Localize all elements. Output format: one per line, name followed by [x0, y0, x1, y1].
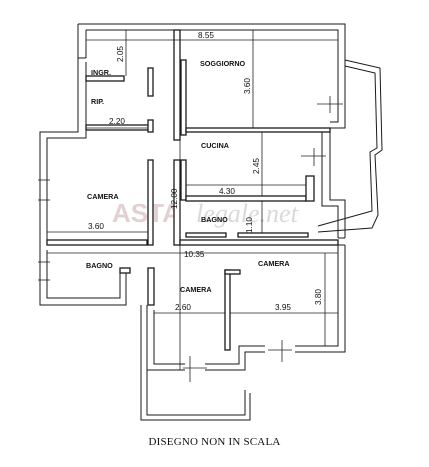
dim-camera-left-width: 3.60: [88, 222, 104, 231]
dim-camera-right-width: 3.95: [275, 303, 291, 312]
dim-total-width: 10.35: [184, 250, 205, 259]
drawing-caption: DISEGNO NON IN SCALA: [148, 436, 281, 448]
dim-corridor-length: 12.00: [170, 188, 179, 209]
room-label-ingresso: INGR.: [91, 68, 111, 77]
room-label-bagno-left: BAGNO: [86, 261, 113, 270]
outer-walls: [39, 23, 346, 371]
dimension-lines: [47, 30, 339, 370]
watermark: ASTA legale.net: [112, 198, 299, 228]
room-label-camera-center: CAMERA: [180, 285, 212, 294]
room-label-camera-right: CAMERA: [258, 259, 290, 268]
window-marks: [38, 96, 343, 382]
dim-bagno-height: 1.10: [245, 217, 254, 233]
room-label-soggiorno: SOGGIORNO: [200, 59, 246, 68]
room-label-camera-left: CAMERA: [87, 192, 119, 201]
dim-camera-right-height: 3.80: [314, 289, 323, 305]
dim-cucina-height: 2.45: [252, 158, 261, 174]
watermark-part2: legale.net: [196, 199, 299, 228]
dim-soggiorno-height: 3.60: [243, 78, 252, 94]
internal-walls: [46, 29, 339, 351]
terraces: [140, 59, 383, 421]
watermark-part1: ASTA: [112, 198, 181, 228]
dim-top-width: 8.55: [198, 31, 214, 40]
room-label-ripostiglio: RIP.: [91, 97, 104, 106]
room-label-cucina: CUCINA: [201, 141, 229, 150]
dim-cucina-width: 4.30: [219, 187, 235, 196]
dim-camera-center-width: 2.60: [175, 303, 191, 312]
measurements: 8.55 2.05 3.60 2.20 2.45 4.30 12.00 3.60…: [88, 31, 323, 312]
room-label-bagno-center: BAGNO: [201, 215, 228, 224]
room-labels: INGR. RIP. SOGGIORNO CUCINA CAMERA BAGNO…: [86, 59, 290, 294]
dim-top-height: 2.05: [116, 46, 125, 62]
dim-rip-width: 2.20: [109, 117, 125, 126]
